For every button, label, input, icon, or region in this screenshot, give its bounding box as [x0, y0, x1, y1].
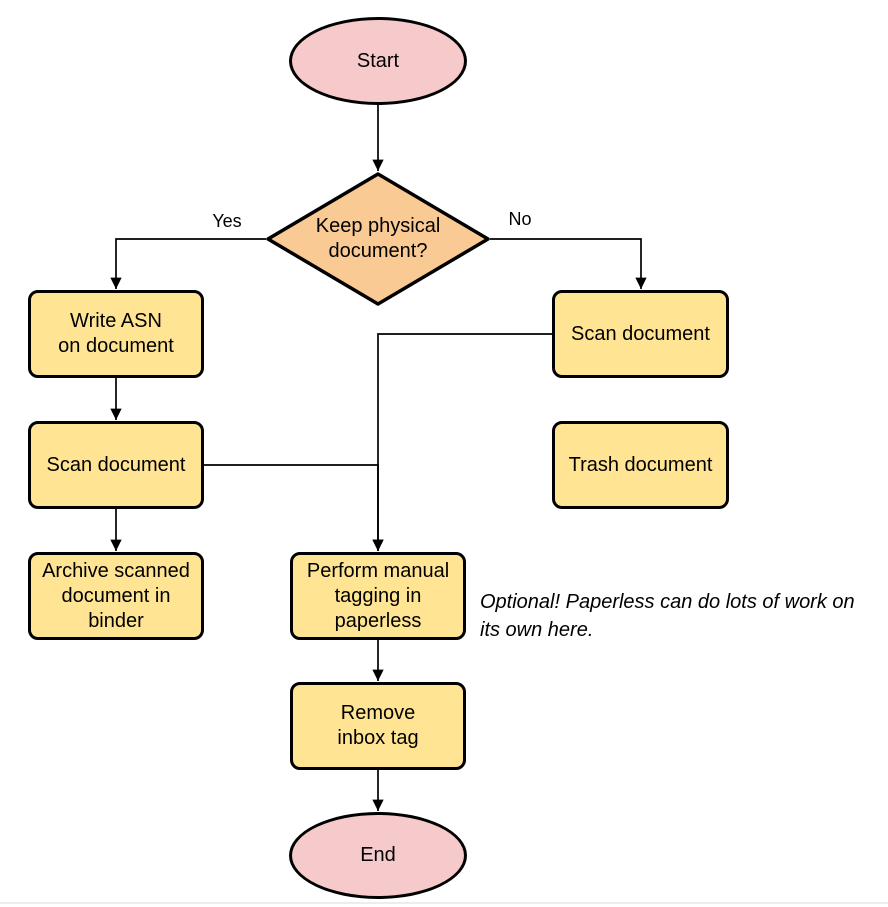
node-label-remove-inbox: Remove inbox tag — [337, 702, 419, 749]
node-start: Start — [289, 17, 467, 105]
node-scan-left: Scan document — [28, 421, 204, 509]
node-archive: Archive scanned document in binder — [28, 552, 204, 640]
annotation-note: Optional! Paperless can do lots of work … — [480, 591, 855, 641]
edge-scan-left-to-tagging — [204, 464, 384, 551]
node-write-asn: Write ASN on document — [28, 290, 204, 378]
diamond-shape — [266, 172, 490, 306]
node-label-archive: Archive scanned document in binder — [42, 559, 190, 632]
edge-scan-right-to-tagging — [372, 333, 552, 551]
node-decision: Keep physical document? — [266, 172, 490, 306]
edge-decision-no-to-scan — [490, 238, 647, 289]
node-scan-right: Scan document — [552, 290, 729, 378]
node-label-start: Start — [356, 49, 400, 72]
node-label-scan-left: Scan document — [46, 453, 186, 476]
edge-label-yes: Yes — [212, 211, 242, 231]
edge-decision-yes-to-write — [110, 238, 266, 289]
edge-label-no: No — [508, 209, 532, 229]
node-label-tagging: Perform manual tagging in paperless — [306, 559, 450, 632]
node-remove-inbox: Remove inbox tag — [290, 682, 466, 770]
node-tagging: Perform manual tagging in paperless — [290, 552, 466, 640]
node-trash: Trash document — [552, 421, 729, 509]
node-label-decision: Keep physical document? — [315, 215, 441, 262]
node-label-scan-right: Scan document — [571, 322, 710, 345]
bottom-divider — [0, 902, 888, 904]
node-label-write-asn: Write ASN on document — [58, 310, 174, 357]
node-label-end: End — [360, 844, 396, 866]
node-label-trash: Trash document — [568, 453, 713, 476]
node-end: End — [289, 812, 467, 899]
